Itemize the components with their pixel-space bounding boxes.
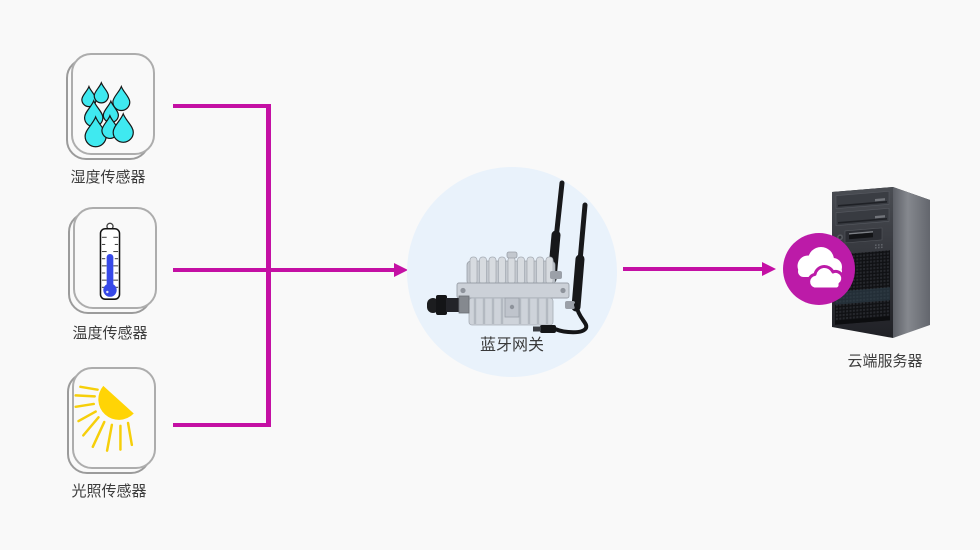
connector-bus-line [266,104,271,427]
arrowhead-to-gateway [394,263,408,277]
sensor-label-light: 光照传感器 [71,482,147,500]
gateway-label: 蓝牙网关 [479,335,544,354]
bluetooth-gateway-device-icon [427,180,589,335]
sensor-card-light [67,367,156,474]
server-label: 云端服务器 [847,352,923,370]
arrowhead-to-server [762,262,776,276]
sensor-label-humidity: 湿度传感器 [70,168,146,186]
cloud-icon [783,233,855,305]
gateway-node: 蓝牙网关 [407,167,617,377]
thermometer-icon [99,222,121,300]
sensor-card-temperature [68,207,157,314]
server-node: 云端服务器 [780,185,980,380]
connector-humidity-line [173,104,270,108]
connector-temperature-line [173,268,395,272]
water-drops-icon [68,60,148,158]
connector-light-line [173,423,270,427]
sensor-label-temperature: 温度传感器 [72,324,148,342]
connector-gateway-server-line [623,267,763,271]
sun-rays-icon [74,385,134,452]
server-tower-icon [832,187,930,338]
sensor-card-humidity [66,53,155,160]
